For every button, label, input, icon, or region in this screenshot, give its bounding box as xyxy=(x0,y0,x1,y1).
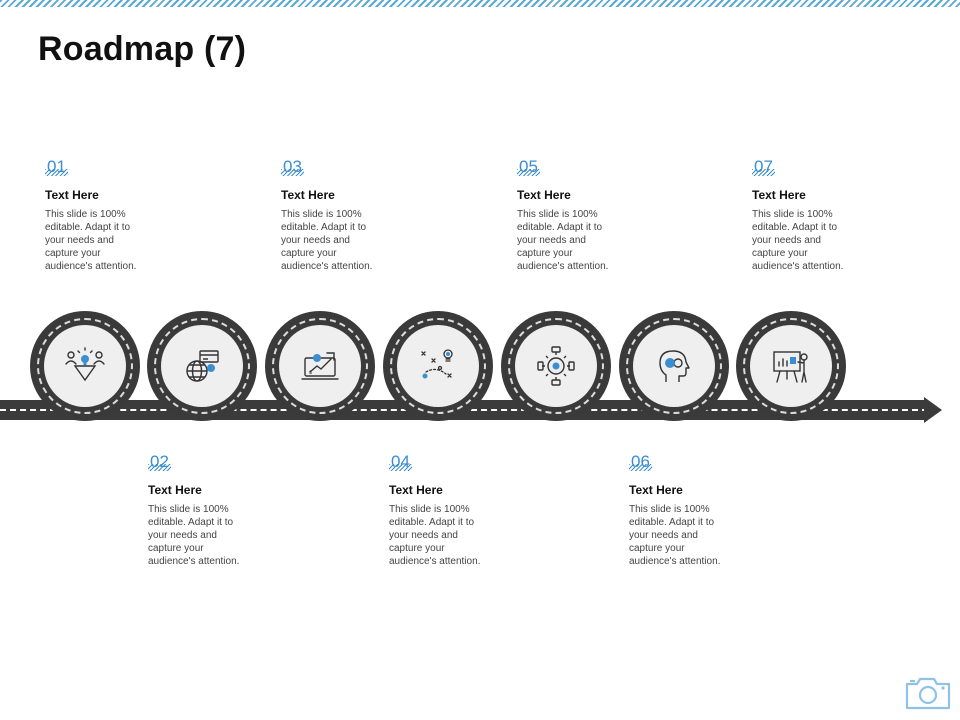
hub xyxy=(750,325,832,407)
step-heading: Text Here xyxy=(281,188,335,202)
gear-network-icon xyxy=(537,346,575,386)
svg-text:$: $ xyxy=(309,370,312,376)
step-heading: Text Here xyxy=(752,188,806,202)
step-heading: Text Here xyxy=(629,483,683,497)
tire-step-3: $ xyxy=(265,311,375,421)
step-2: 02 Text Here This slide is 100% editable… xyxy=(148,453,278,568)
laptop-growth-icon: $ xyxy=(301,352,339,380)
step-5: 05 Text Here This slide is 100% editable… xyxy=(517,158,647,273)
team-idea-icon xyxy=(65,347,105,382)
step-body: This slide is 100% editable. Adapt it to… xyxy=(389,504,481,567)
step-heading: Text Here xyxy=(517,188,571,202)
tire-step-6 xyxy=(619,311,729,421)
camera-icon[interactable] xyxy=(904,674,952,712)
hub xyxy=(397,325,479,407)
step-heading: Text Here xyxy=(148,483,202,497)
step-body: This slide is 100% editable. Adapt it to… xyxy=(629,504,721,567)
step-6: 06 Text Here This slide is 100% editable… xyxy=(629,453,759,568)
strategy-idea-icon xyxy=(421,349,453,379)
step-body: This slide is 100% editable. Adapt it to… xyxy=(45,209,137,272)
step-number: 07 xyxy=(752,157,775,176)
hub: $ xyxy=(279,325,361,407)
step-number: 04 xyxy=(389,452,412,471)
hub xyxy=(633,325,715,407)
step-number: 01 xyxy=(45,157,68,176)
step-4: 04 Text Here This slide is 100% editable… xyxy=(389,453,519,568)
step-3: 03 Text Here This slide is 100% editable… xyxy=(281,158,411,273)
tire-step-4 xyxy=(383,311,493,421)
step-number: 02 xyxy=(148,452,171,471)
presentation-board-icon xyxy=(773,351,808,383)
step-7: 07 Text Here This slide is 100% editable… xyxy=(752,158,882,273)
step-body: This slide is 100% editable. Adapt it to… xyxy=(148,504,240,567)
step-body: This slide is 100% editable. Adapt it to… xyxy=(281,209,373,272)
step-number: 05 xyxy=(517,157,540,176)
step-body: This slide is 100% editable. Adapt it to… xyxy=(752,209,844,272)
page-title: Roadmap (7) xyxy=(38,30,247,68)
tire-step-2 xyxy=(147,311,257,421)
step-1: 01 Text Here This slide is 100% editable… xyxy=(45,158,175,273)
hub xyxy=(44,325,126,407)
step-number: 03 xyxy=(281,157,304,176)
top-stripe xyxy=(0,0,960,7)
road-arrow-icon xyxy=(924,397,942,423)
global-payment-icon xyxy=(186,350,219,382)
tire-step-5 xyxy=(501,311,611,421)
tire-step-7 xyxy=(736,311,846,421)
tire-step-1 xyxy=(30,311,140,421)
head-mind-icon xyxy=(659,350,690,382)
step-number: 06 xyxy=(629,452,652,471)
hub xyxy=(515,325,597,407)
hub xyxy=(161,325,243,407)
step-heading: Text Here xyxy=(45,188,99,202)
step-body: This slide is 100% editable. Adapt it to… xyxy=(517,209,609,272)
step-heading: Text Here xyxy=(389,483,443,497)
